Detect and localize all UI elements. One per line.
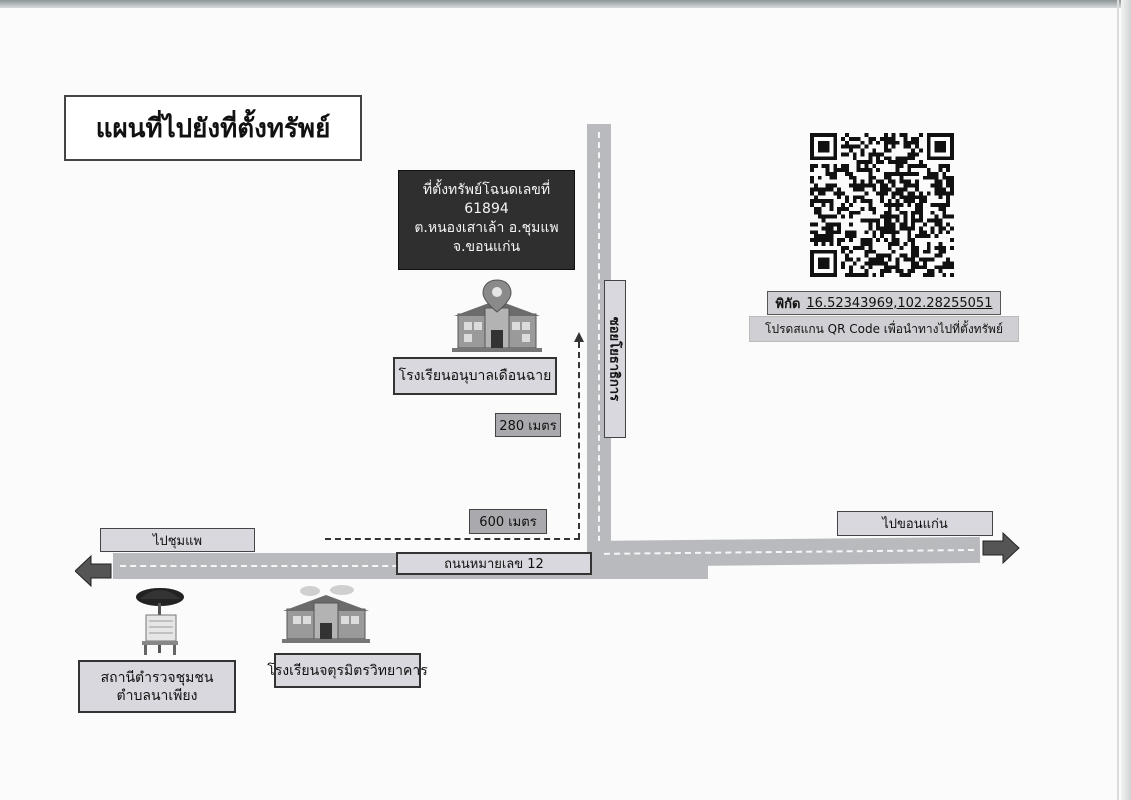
to-chumphae-label: ไปชุมแพ — [100, 528, 255, 552]
main-road-west-centerline — [120, 565, 590, 567]
chaturamit-school-label: โรงเรียนจตุรมิตรวิทยาคาร — [267, 653, 428, 688]
main-road-east-centerline — [603, 548, 974, 555]
police-station-line-2: ตำบลนาเพียง — [116, 687, 198, 704]
coordinates-link[interactable]: 16.52343969,102.28255051 — [806, 295, 993, 311]
soi-label-text: ซอยโยธาธิการ — [606, 316, 622, 402]
deed-line-1: ที่ตั้งทรัพย์โฉนดเลขที่ — [422, 182, 551, 198]
soi-road-centerline — [598, 132, 600, 552]
police-booth-icon — [136, 588, 184, 655]
scan-edge-right — [1121, 0, 1131, 800]
deed-line-3: ต.หนองเสาเล้า อ.ชุมแพ — [414, 220, 559, 236]
deed-number: 61894 — [464, 201, 509, 217]
deed-line-4: จ.ขอนแก่น — [452, 239, 521, 255]
distance-600m-label: 600 เมตร — [469, 509, 547, 534]
school-with-location-pin-icon — [452, 279, 542, 352]
coordinates-label: พิกัด — [775, 296, 801, 312]
police-station-line-1: สถานีตำรวจชุมชน — [100, 669, 214, 686]
route-arrow-up-icon — [574, 332, 584, 342]
main-road-label: ถนนหมายเลข 12 — [396, 552, 592, 575]
scan-qr-instruction: โปรดสแกน QR Code เพื่อนำทางไปที่ตั้งทรัพ… — [749, 316, 1019, 342]
kindergarten-label: โรงเรียนอนุบาลเดือนฉาย — [393, 357, 557, 395]
paper-fold-line — [1117, 0, 1119, 800]
school-building-icon — [282, 585, 370, 643]
distance-280m-label: 280 เมตร — [495, 413, 561, 437]
police-station-label: สถานีตำรวจชุมชน ตำบลนาเพียง — [78, 660, 236, 713]
arrow-right-icon — [982, 531, 1020, 565]
soi-label: ซอยโยธาธิการ — [604, 280, 626, 438]
deed-info-box: ที่ตั้งทรัพย์โฉนดเลขที่ 61894 ต.หนองเสาเ… — [398, 170, 575, 270]
route-path-vertical — [578, 342, 580, 539]
arrow-left-icon — [75, 555, 112, 587]
route-path-horizontal — [325, 538, 580, 540]
coordinates-row: พิกัด 16.52343969,102.28255051 — [767, 291, 1001, 315]
qr-code-icon[interactable] — [808, 133, 956, 277]
scan-edge-top — [0, 0, 1131, 8]
to-khonkaen-label: ไปขอนแก่น — [837, 511, 993, 536]
map-title: แผนที่ไปยังที่ตั้งทรัพย์ — [64, 95, 362, 161]
main-road-east — [589, 536, 981, 567]
